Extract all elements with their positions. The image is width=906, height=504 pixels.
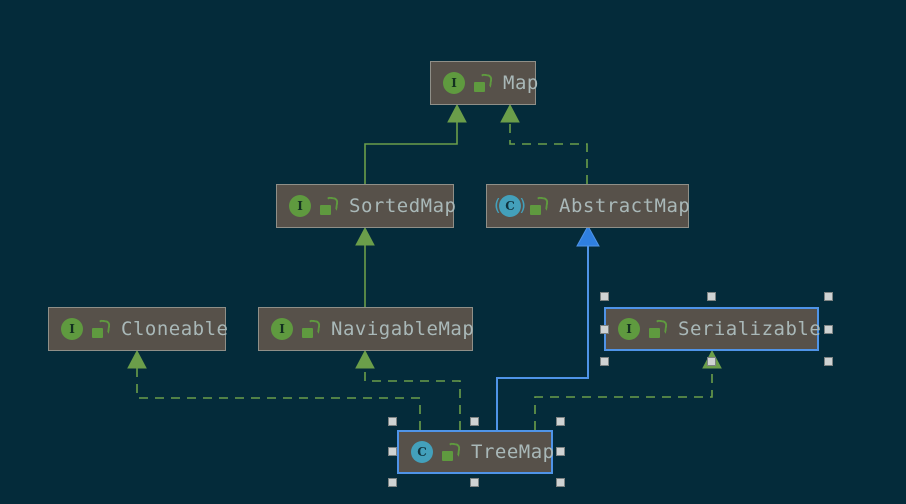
open-padlock-icon — [529, 196, 549, 215]
resize-handle-sw[interactable] — [388, 478, 397, 487]
class-node-label: Map — [503, 72, 539, 94]
resize-handle-e[interactable] — [824, 325, 833, 334]
class-circle-icon: C — [411, 441, 433, 463]
open-padlock-icon — [319, 196, 339, 215]
open-padlock-icon — [91, 319, 111, 338]
resize-handle-w[interactable] — [388, 447, 397, 456]
edge-treemap-implements-navigablemap[interactable] — [355, 349, 461, 430]
class-node-label: TreeMap — [471, 441, 555, 463]
class-node-label: NavigableMap — [331, 318, 475, 340]
class-node-label: AbstractMap — [559, 195, 691, 217]
class-node-cloneable[interactable]: I Cloneable — [48, 307, 229, 351]
resize-handle-w[interactable] — [600, 325, 609, 334]
class-node-navigablemap[interactable]: I NavigableMap — [258, 307, 475, 351]
resize-handle-nw[interactable] — [388, 417, 397, 426]
edge-sortedmap-extends-map[interactable] — [364, 103, 467, 184]
interface-circle-icon: I — [618, 318, 640, 340]
resize-handle-ne[interactable] — [824, 292, 833, 301]
class-node-map[interactable]: I Map — [430, 61, 539, 105]
resize-handle-ne[interactable] — [556, 417, 565, 426]
interface-circle-icon: I — [61, 318, 83, 340]
class-node-label: Serializable — [678, 318, 822, 340]
resize-handle-se[interactable] — [824, 357, 833, 366]
resize-handle-n[interactable] — [707, 292, 716, 301]
open-padlock-icon — [301, 319, 321, 338]
class-node-label: Cloneable — [121, 318, 229, 340]
resize-handle-e[interactable] — [556, 447, 565, 456]
interface-circle-icon: I — [289, 195, 311, 217]
resize-handle-n[interactable] — [470, 417, 479, 426]
interface-circle-icon: I — [443, 72, 465, 94]
resize-handle-sw[interactable] — [600, 357, 609, 366]
interface-circle-icon: I — [271, 318, 293, 340]
edge-navigablemap-extends-sortedmap[interactable] — [355, 226, 375, 307]
open-padlock-icon — [441, 442, 461, 461]
class-node-sortedmap[interactable]: I SortedMap — [276, 184, 457, 228]
resize-handle-nw[interactable] — [600, 292, 609, 301]
class-node-serializable[interactable]: I Serializable — [604, 307, 822, 351]
edge-abstractmap-implements-map[interactable] — [500, 103, 588, 184]
resize-handle-se[interactable] — [556, 478, 565, 487]
class-node-abstractmap[interactable]: ( C ) AbstractMap — [486, 184, 691, 228]
edge-treemap-implements-cloneable[interactable] — [127, 349, 421, 430]
resize-handle-s[interactable] — [707, 357, 716, 366]
abstract-class-circle-icon: ( C ) — [494, 195, 526, 217]
resize-handle-s[interactable] — [470, 478, 479, 487]
edge-treemap-extends-abstractmap[interactable] — [496, 224, 600, 430]
class-node-treemap[interactable]: C TreeMap — [397, 430, 555, 474]
class-node-label: SortedMap — [349, 195, 457, 217]
open-padlock-icon — [473, 73, 493, 92]
open-padlock-icon — [648, 319, 668, 338]
